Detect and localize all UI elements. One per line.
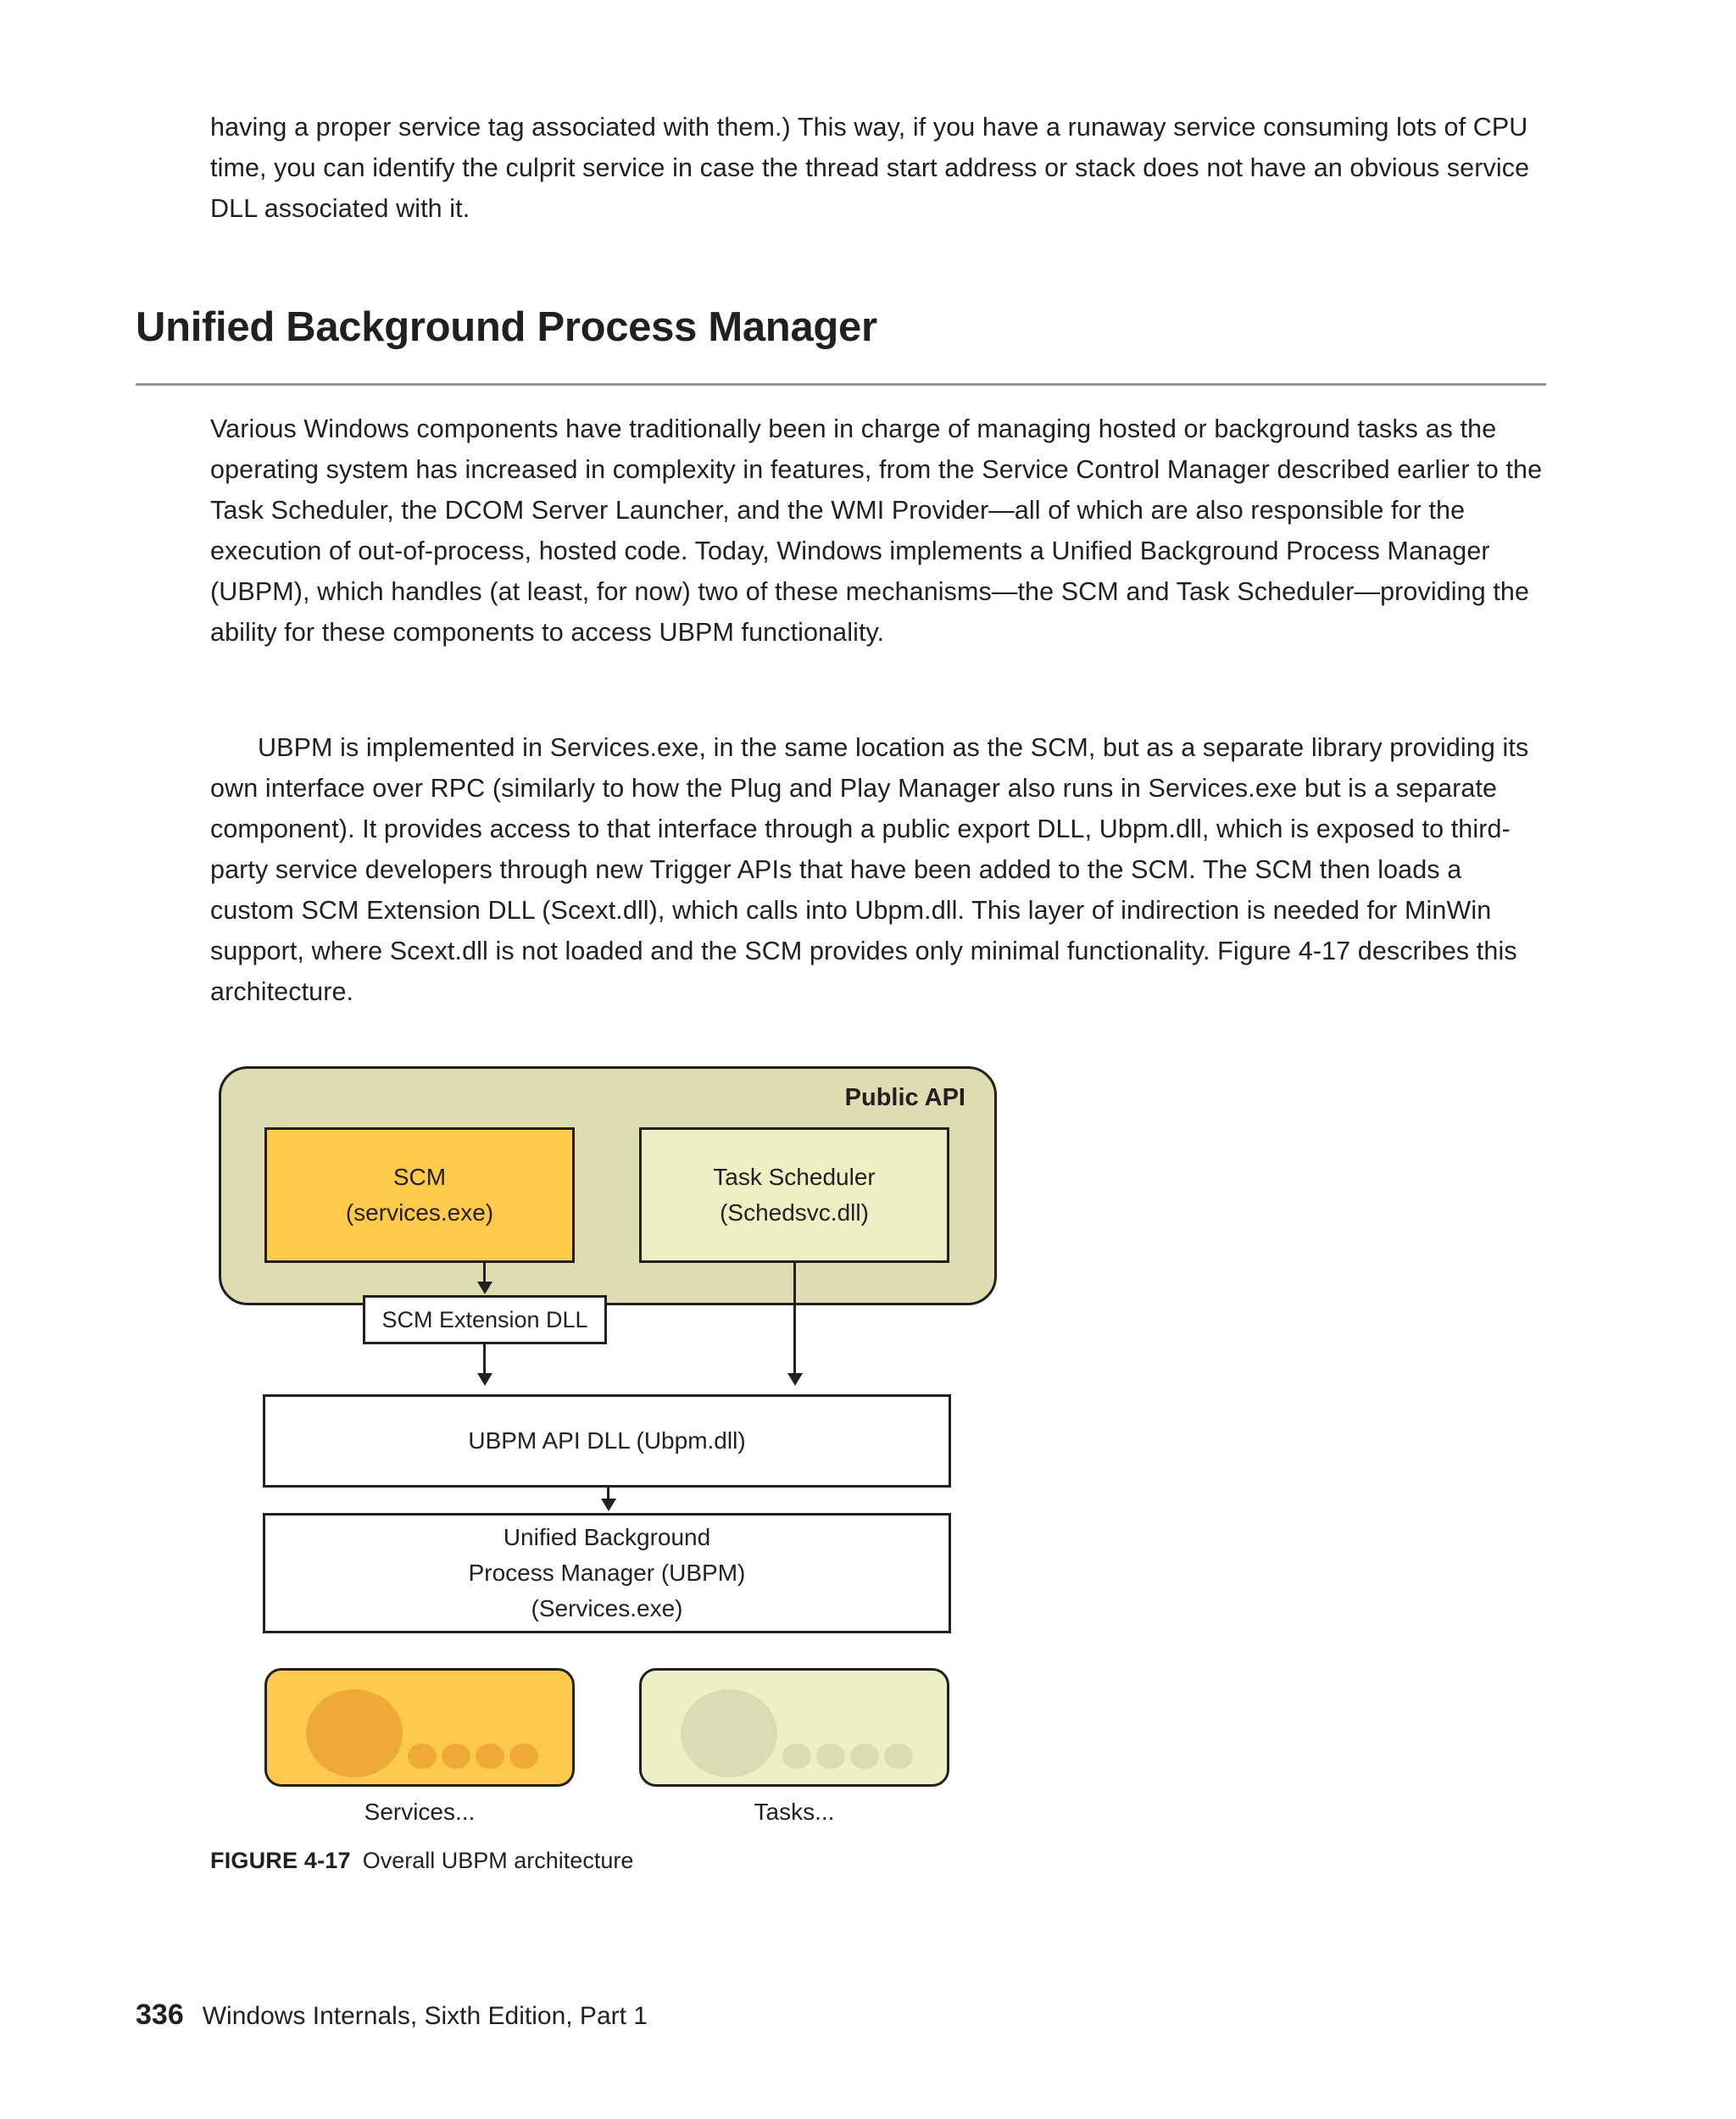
tasks-blob-small-icon [782, 1744, 811, 1769]
paragraph-block-3: UBPM is implemented in Services.exe, in … [210, 727, 1546, 1012]
diagram-box-scm-extension-dll: SCM Extension DLL [363, 1295, 607, 1344]
public-api-label: Public API [844, 1084, 965, 1111]
diagram-box-scm: SCM (services.exe) [264, 1127, 575, 1263]
book-title: Windows Internals, Sixth Edition, Part 1 [202, 2002, 648, 2030]
page-footer: 336 Windows Internals, Sixth Edition, Pa… [136, 1999, 648, 2032]
tasks-blob-small-icon [884, 1744, 913, 1769]
tasks-card-caption: Tasks... [754, 1799, 835, 1825]
diagram-box-task-scheduler: Task Scheduler (Schedsvc.dll) [639, 1127, 949, 1263]
heading-divider [136, 383, 1546, 386]
paragraph-block-2: Various Windows components have traditio… [210, 409, 1546, 653]
diagram-card-tasks [639, 1668, 949, 1787]
figure-caption: FIGURE 4-17 Overall UBPM architecture [210, 1848, 633, 1874]
ubpm-manager-line1: Unified Background [503, 1524, 711, 1550]
scm-extension-label: SCM Extension DLL [381, 1307, 588, 1332]
services-blob-small-icon [408, 1744, 437, 1769]
ubpm-manager-line3: (Services.exe) [531, 1595, 683, 1621]
diagram-card-services [264, 1668, 575, 1787]
connector-scmext-to-ubpmapi [483, 1344, 486, 1374]
figure-caption-label: FIGURE 4-17 [210, 1848, 351, 1873]
diagram-box-ubpm-api-dll: UBPM API DLL (Ubpm.dll) [263, 1394, 951, 1488]
paragraph-text: having a proper service tag associated w… [210, 113, 1530, 223]
arrowhead-scm-to-scmext [477, 1282, 492, 1294]
arrowhead-task-to-ubpmapi [787, 1373, 803, 1386]
figure-caption-text: Overall UBPM architecture [362, 1848, 634, 1873]
scm-box-line1: SCM [392, 1164, 447, 1190]
section-heading: Unified Background Process Manager [136, 304, 877, 350]
tasks-blob-small-icon [816, 1744, 845, 1769]
task-box-line2: (Schedsvc.dll) [720, 1199, 869, 1226]
tasks-blob-large-icon [681, 1689, 777, 1777]
arrowhead-scmext-to-ubpmapi [477, 1373, 492, 1386]
connector-scm-to-scmext [483, 1263, 486, 1283]
services-blob-small-icon [442, 1744, 470, 1769]
connector-ubpmapi-to-ubpmmgr [607, 1488, 609, 1501]
services-blob-small-icon [476, 1744, 504, 1769]
ubpm-api-label: UBPM API DLL (Ubpm.dll) [468, 1427, 746, 1454]
services-card-caption: Services... [364, 1799, 476, 1825]
page-number: 336 [136, 1999, 184, 2031]
paragraph-text: Various Windows components have traditio… [210, 414, 1543, 647]
diagram-box-ubpm-manager: Unified Background Process Manager (UBPM… [263, 1513, 951, 1633]
connector-task-to-ubpmapi [793, 1263, 796, 1374]
tasks-blob-small-icon [850, 1744, 879, 1769]
services-blob-small-icon [509, 1744, 538, 1769]
task-box-line1: Task Scheduler [713, 1164, 876, 1190]
ubpm-manager-line2: Process Manager (UBPM) [468, 1560, 746, 1586]
scm-box-line2: (services.exe) [345, 1199, 494, 1226]
paragraph-text: UBPM is implemented in Services.exe, in … [210, 733, 1529, 1006]
paragraph-block-1: having a proper service tag associated w… [210, 107, 1546, 229]
arrowhead-ubpmapi-to-ubpmmgr [601, 1499, 616, 1511]
services-blob-large-icon [306, 1689, 403, 1777]
